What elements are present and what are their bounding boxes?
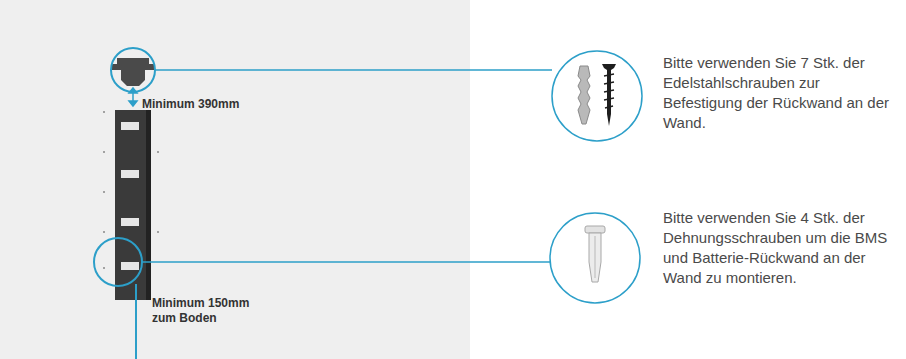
battery-backplate: [115, 110, 151, 300]
highlight-circle: [111, 48, 155, 92]
wall-bracket: [111, 58, 155, 86]
backplate-edge: [146, 110, 151, 300]
instruction-note: Bitte verwenden Sie 7 Stk. der Edelstahl…: [663, 53, 899, 133]
highlight-circle: [94, 238, 142, 286]
leader-line: [155, 69, 552, 71]
stainless-screw-with-dowel: [578, 64, 616, 126]
floor-dimension-line: [135, 284, 137, 359]
callout-circle: [552, 51, 642, 141]
dimension-label: Minimum 150mm zum Boden: [152, 296, 264, 326]
leader-line: [142, 261, 550, 263]
dimension-label: Minimum 390mm: [142, 97, 272, 112]
expansion-screw: [585, 226, 605, 282]
instruction-note: Bitte verwenden Sie 4 Stk. der Dehnungss…: [663, 208, 899, 288]
callout-circle: [550, 213, 640, 303]
wall: [0, 0, 470, 359]
dimension-arrow: [129, 88, 137, 106]
